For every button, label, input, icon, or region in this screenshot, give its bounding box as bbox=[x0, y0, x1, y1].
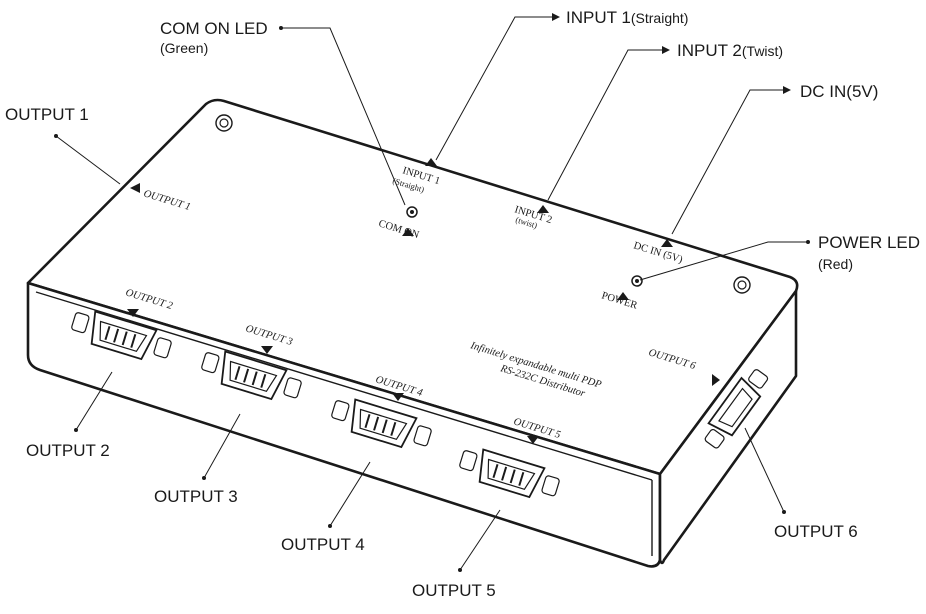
com-on-arrow-icon bbox=[402, 228, 414, 236]
callout-output2: OUTPUT 2 bbox=[26, 441, 110, 460]
callout-input2: INPUT 2(Twist) bbox=[677, 41, 783, 60]
power-arrow-icon bbox=[617, 292, 629, 300]
callout-output1: OUTPUT 1 bbox=[5, 105, 89, 124]
output3-arrow-icon bbox=[261, 346, 273, 354]
input1-arrow-icon bbox=[425, 158, 437, 166]
output4-connector bbox=[331, 398, 432, 449]
output4-arrow-icon bbox=[392, 393, 404, 401]
screw-top-right bbox=[733, 276, 751, 294]
output5-arrow-icon bbox=[527, 436, 539, 444]
leader-lines bbox=[54, 13, 810, 572]
callout-power-led: POWER LED bbox=[818, 233, 920, 252]
output2-connector bbox=[71, 310, 172, 361]
callout-com-on-led-color: (Green) bbox=[160, 40, 208, 56]
device-top-face bbox=[26, 98, 799, 476]
callout-output5: OUTPUT 5 bbox=[412, 581, 496, 600]
output5-connector bbox=[459, 448, 560, 499]
output3-connector bbox=[201, 350, 302, 401]
output6-arrow-icon bbox=[712, 374, 720, 386]
output2-arrow-icon bbox=[127, 309, 139, 317]
callout-input1: INPUT 1(Straight) bbox=[566, 8, 688, 27]
output1-arrow-icon bbox=[130, 183, 140, 193]
input2-arrow-icon bbox=[537, 205, 549, 213]
callout-output3: OUTPUT 3 bbox=[154, 487, 238, 506]
dc-in-arrow-icon bbox=[661, 239, 673, 247]
callout-com-on-led: COM ON LED bbox=[160, 19, 268, 38]
front-top-edge bbox=[35, 291, 653, 481]
screw-top-left bbox=[215, 114, 233, 132]
callout-output6: OUTPUT 6 bbox=[774, 522, 858, 541]
output6-connector bbox=[704, 369, 769, 449]
callout-output4: OUTPUT 4 bbox=[281, 535, 365, 554]
callout-power-led-color: (Red) bbox=[818, 256, 853, 272]
callout-dc-in: DC IN(5V) bbox=[800, 82, 878, 101]
